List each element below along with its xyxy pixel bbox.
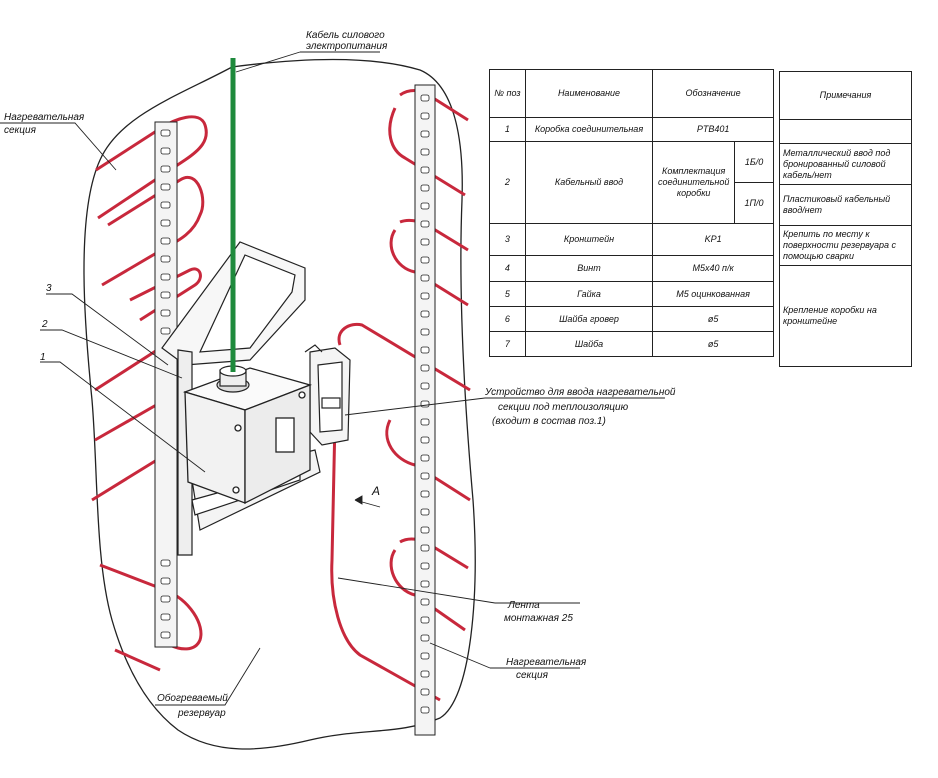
specification-table: № поз Наименование Обозначение 1 Коробка… — [489, 69, 774, 357]
mounting-tape-left — [154, 121, 178, 648]
tank-outline — [83, 58, 476, 750]
row7-designation: ø5 — [652, 331, 774, 357]
callout-entry-device-3: (входит в состав поз.1) — [492, 416, 606, 427]
callout-heating-section-right-1: Нагревательная — [506, 657, 587, 668]
leader-lines — [0, 51, 665, 706]
row7-pos: 7 — [489, 331, 526, 357]
row6-pos: 6 — [489, 306, 526, 332]
callout-heating-section-right-2: секция — [516, 670, 549, 681]
note-bracket: Крепить по месту к поверхности резервуар… — [779, 225, 912, 266]
row3-designation: KP1 — [652, 223, 774, 256]
callout-heating-section-left-1: Нагревательная — [4, 112, 85, 123]
heating-cable-right — [330, 89, 471, 702]
row3-pos: 3 — [489, 223, 526, 256]
callout-entry-device-2: секции под теплоизоляцию — [498, 402, 629, 413]
notes-empty-row — [779, 119, 912, 144]
entry-device — [304, 344, 351, 446]
callout-view-a: A — [371, 484, 380, 498]
row7-name: Шайба — [524, 331, 654, 357]
row5-designation: М5 оцинкованная — [652, 281, 774, 307]
notes-header: Примечания — [779, 71, 912, 120]
header-name: Наименование — [524, 69, 654, 118]
callout-power-cable-2: электропитания — [306, 41, 388, 52]
callout-tank-1: Обогреваемый — [157, 692, 228, 704]
junction-box — [182, 367, 313, 505]
row4-designation: М5х40 п/к — [652, 255, 774, 282]
header-pos: № поз — [489, 69, 526, 118]
row3-name: Кронштейн — [524, 223, 654, 256]
row6-name: Шайба гровер — [524, 306, 654, 332]
row4-name: Винт — [524, 255, 654, 282]
callout-pos1: 1 — [40, 352, 46, 363]
callout-entry-device-1: Устройство для ввода нагревательной — [484, 387, 676, 398]
row2-designation: Комплектация соединительной коробки — [652, 141, 736, 224]
header-designation: Обозначение — [652, 69, 774, 118]
mounting-tape-right — [414, 84, 436, 736]
callout-power-cable-1: Кабель силового — [306, 29, 385, 41]
callout-tape-2: монтажная 25 — [504, 613, 573, 624]
note-metal-gland: Металлический ввод под бронированный сил… — [779, 143, 912, 185]
row4-pos: 4 — [489, 255, 526, 282]
row6-designation: ø5 — [652, 306, 774, 332]
row2-pos: 2 — [489, 141, 526, 224]
row2-sub2: 1П/0 — [734, 182, 774, 224]
row2-sub1: 1Б/0 — [734, 141, 774, 183]
row1-pos: 1 — [489, 117, 526, 142]
note-box-mount: Крепление коробки на кронштейне — [779, 265, 912, 367]
notes-table: Примечания Металлический ввод под бронир… — [779, 71, 912, 367]
row5-name: Гайка — [524, 281, 654, 307]
row1-designation: PTB401 — [652, 117, 774, 142]
note-plastic-gland: Пластиковый кабельный ввод/нет — [779, 184, 912, 226]
callout-pos3: 3 — [46, 283, 52, 294]
callout-heating-section-left-2: секция — [4, 125, 37, 136]
row1-name: Коробка соединительная — [524, 117, 654, 142]
row5-pos: 5 — [489, 281, 526, 307]
callout-tape-1: Лента — [507, 600, 540, 611]
callout-tank-2: резервуар — [177, 708, 226, 719]
callout-pos2: 2 — [41, 319, 48, 330]
row2-name: Кабельный ввод — [524, 141, 654, 224]
